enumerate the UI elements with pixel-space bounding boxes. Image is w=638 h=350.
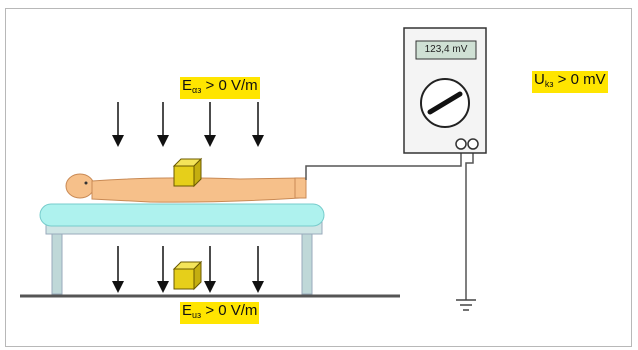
- label-field-top-rest: > 0 V/m: [201, 77, 258, 94]
- terminal-left: [455, 138, 467, 150]
- voltmeter-reading: 123,4 mV: [424, 44, 468, 55]
- bed-leg-left: [51, 231, 63, 295]
- bed-leg-right: [301, 231, 313, 295]
- label-body-voltage-sub: kз: [544, 79, 554, 89]
- field-arrows-top: [112, 102, 264, 147]
- label-field-top: Eαз > 0 V/m: [180, 77, 260, 99]
- measurement-wires: [305, 149, 474, 300]
- dial-icon: [420, 78, 470, 128]
- ground-icon: [456, 299, 476, 311]
- label-field-bottom-rest: > 0 V/m: [201, 302, 258, 319]
- mattress: [39, 203, 325, 227]
- label-field-top-sub: αз: [192, 85, 202, 95]
- voltmeter-display-panel: [415, 40, 477, 60]
- field-arrows-bottom: [112, 246, 264, 293]
- label-field-top-main: E: [182, 77, 193, 94]
- figure-frame: [5, 8, 632, 347]
- label-body-voltage-main: U: [534, 71, 545, 88]
- label-body-voltage: Ukз > 0 mV: [532, 71, 608, 93]
- label-field-bottom-sub: uз: [192, 310, 202, 320]
- label-field-bottom-main: E: [182, 302, 193, 319]
- probe-cube-bottom: [172, 260, 203, 291]
- label-field-bottom: Euз > 0 V/m: [180, 302, 260, 324]
- label-body-voltage-rest: > 0 mV: [553, 71, 606, 88]
- patient-figure: [65, 173, 307, 203]
- terminal-right: [467, 138, 479, 150]
- probe-cube-top: [172, 157, 203, 188]
